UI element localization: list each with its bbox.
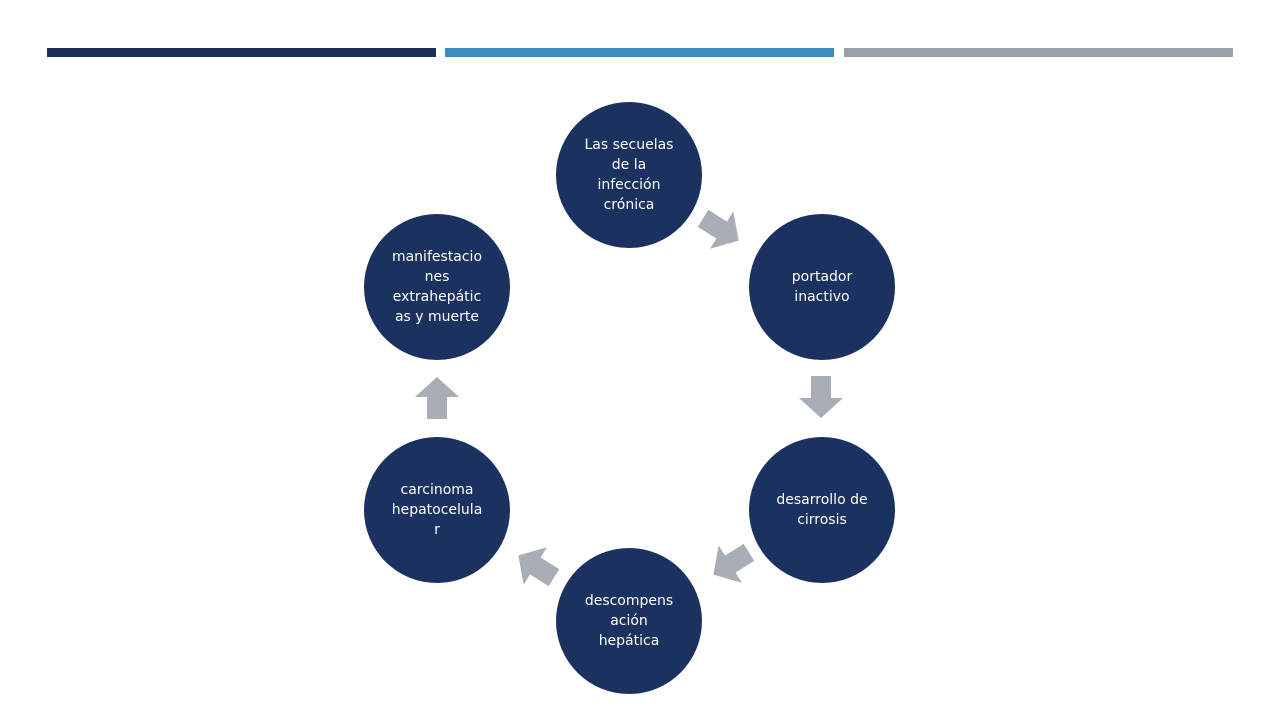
- cycle-node-chronic-infection: Las secuelas de la infección crónica: [556, 102, 702, 248]
- cycle-node-label: descompens ación hepática: [584, 593, 674, 649]
- cycle-node-label: portador inactivo: [791, 269, 853, 305]
- cycle-node-inactive-carrier: portador inactivo: [749, 214, 895, 360]
- arrow-4-to-5: [518, 547, 560, 587]
- cycle-node-label: carcinoma hepatocelula r: [391, 482, 483, 538]
- arrow-1-to-2: [697, 209, 739, 249]
- cycle-node-label: desarrollo de cirrosis: [776, 492, 868, 528]
- arrow-5-to-6: [415, 377, 459, 419]
- cycle-node-label: Las secuelas de la infección crónica: [584, 137, 674, 213]
- cycle-node-extrahepatic-death: manifestacio nes extrahepátic as y muert…: [364, 214, 510, 360]
- cycle-node-hepatic-decompensation: descompens ación hepática: [556, 548, 702, 694]
- header-bar-blue: [445, 48, 834, 57]
- arrow-2-to-3: [799, 376, 843, 418]
- header-bar-dark: [47, 48, 436, 57]
- header-bar-gray: [844, 48, 1233, 57]
- cycle-node-cirrhosis: desarrollo de cirrosis: [749, 437, 895, 583]
- arrow-3-to-4: [713, 543, 755, 583]
- cycle-node-hepatocellular-carcinoma: carcinoma hepatocelula r: [364, 437, 510, 583]
- cycle-node-label: manifestacio nes extrahepátic as y muert…: [391, 249, 483, 325]
